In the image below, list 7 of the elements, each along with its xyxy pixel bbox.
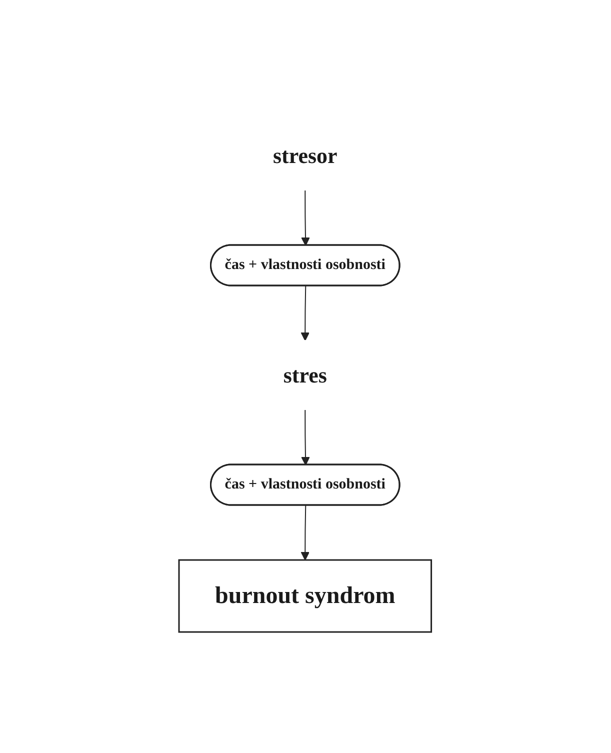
- node-text: stresor: [273, 143, 338, 168]
- node-text: stres: [284, 362, 328, 388]
- arrow: [301, 286, 310, 341]
- arrow: [301, 409, 310, 466]
- arrow: [301, 190, 310, 246]
- arrow: [301, 505, 310, 560]
- node-box: burnout syndrom: [178, 559, 432, 633]
